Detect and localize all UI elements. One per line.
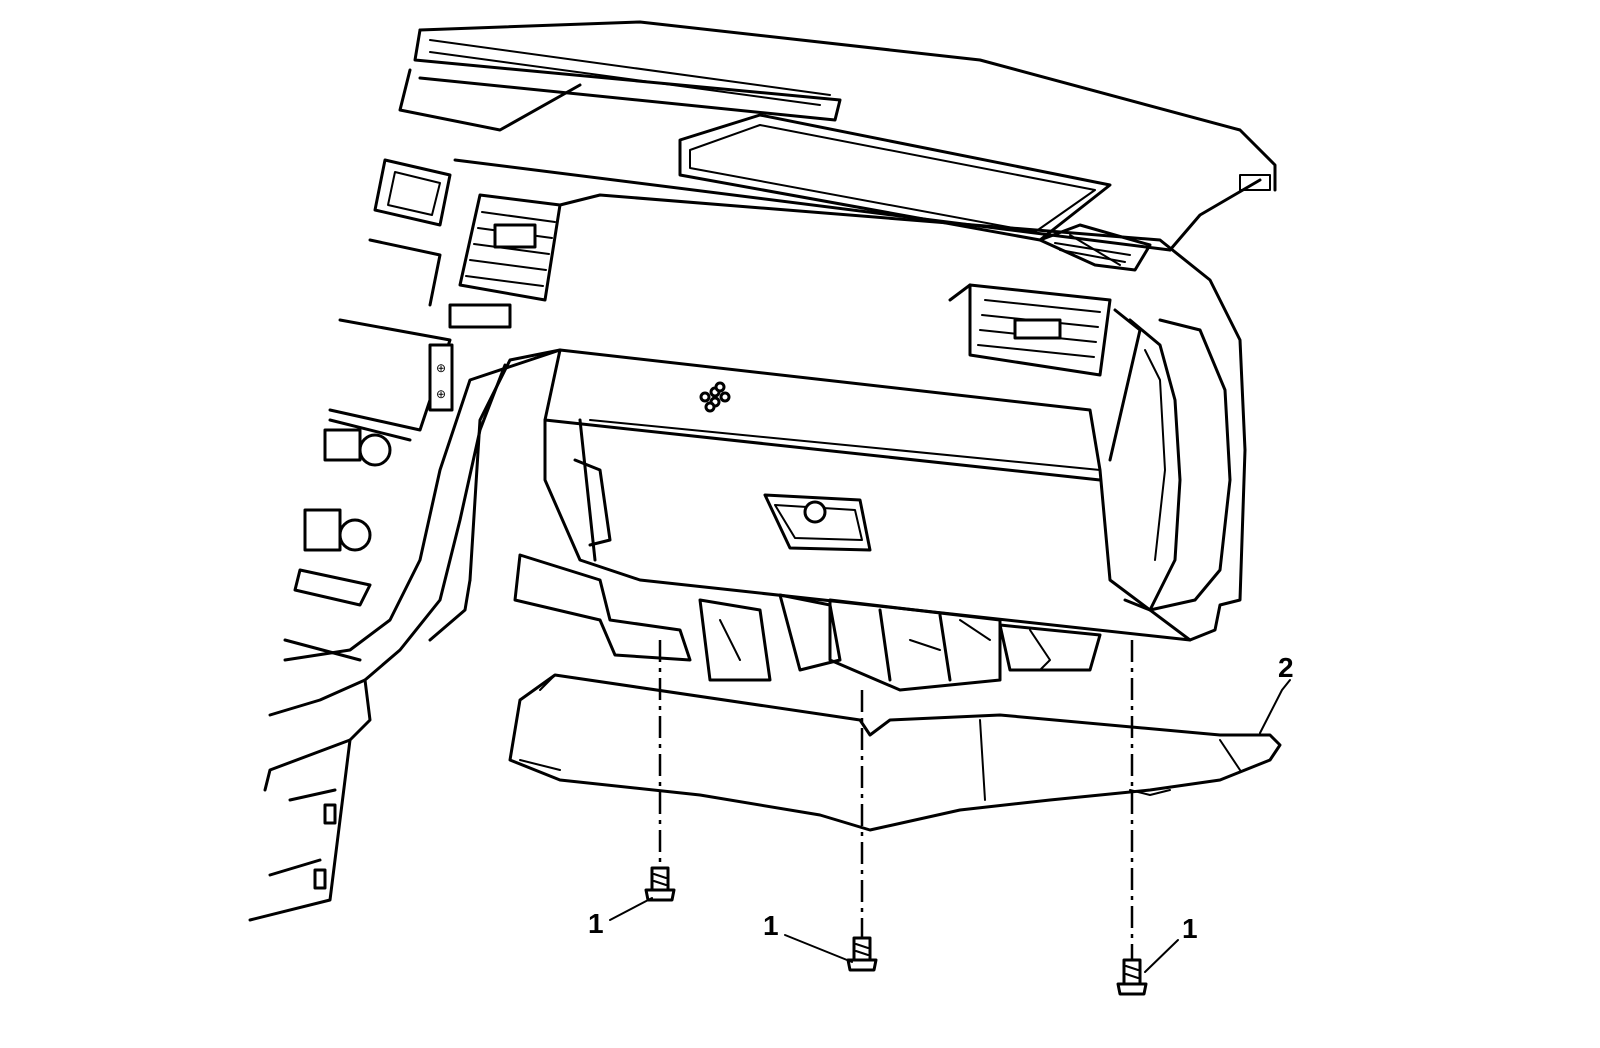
dash-body xyxy=(558,193,1247,642)
fastener-center xyxy=(846,936,878,972)
callout-fastener-left: 1 xyxy=(588,908,604,939)
fastener-centerlines xyxy=(658,640,1134,960)
top-speaker xyxy=(1038,223,1152,272)
svg-text:⊕: ⊕ xyxy=(436,361,446,375)
glove-box-speaker-holes xyxy=(699,381,731,413)
dashboard-top xyxy=(398,20,1277,252)
fastener-right xyxy=(1116,958,1148,996)
fastener-left xyxy=(644,866,676,902)
callout-fastener-center: 1 xyxy=(763,910,779,941)
callout-fastener-right: 1 xyxy=(1182,913,1198,944)
callout-knee-bolster: 2 xyxy=(1278,652,1294,683)
right-air-vent xyxy=(948,283,1112,377)
under-dash-components xyxy=(513,553,1102,692)
defrost-grille xyxy=(678,113,1112,242)
left-air-vent xyxy=(458,193,562,302)
center-stack: ⊕ ⊕ xyxy=(283,158,512,662)
glove-box xyxy=(468,348,1192,642)
callout-labels: 1 1 1 2 xyxy=(588,652,1294,944)
knee-bolster-panel xyxy=(508,673,1282,832)
left-trim-panel xyxy=(248,348,562,922)
svg-text:⊕: ⊕ xyxy=(436,387,446,401)
leader-lines xyxy=(609,679,1291,973)
